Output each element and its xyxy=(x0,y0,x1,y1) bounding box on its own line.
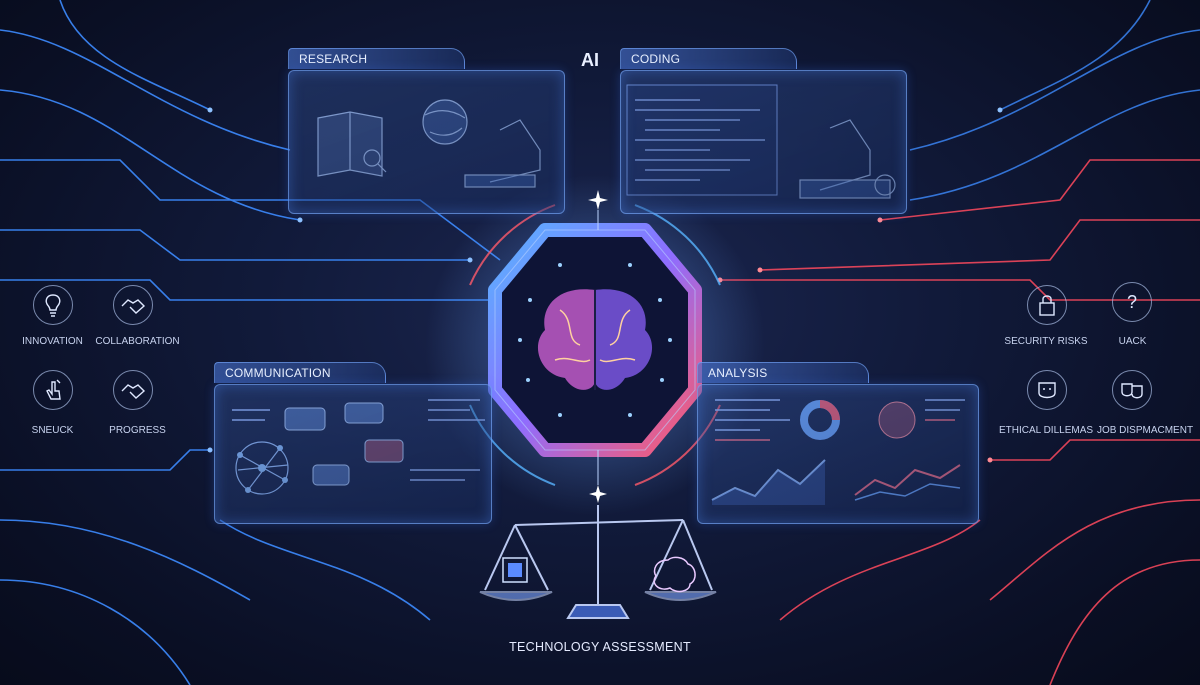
masks-icon xyxy=(1112,370,1152,410)
lock-icon xyxy=(1027,285,1067,325)
code-illustration xyxy=(626,84,896,199)
footer-title: TECHNOLOGY ASSESSMENT xyxy=(509,640,691,654)
tab-coding[interactable]: CODING xyxy=(620,48,797,69)
balance-scale xyxy=(479,505,717,619)
analysis-panel xyxy=(697,384,979,524)
tab-analysis[interactable]: ANALYSIS xyxy=(697,362,869,383)
mask-icon xyxy=(1027,370,1067,410)
sneuck-label: SNEUCK xyxy=(31,425,74,436)
small-brain-icon xyxy=(653,556,696,593)
research-illustration xyxy=(317,99,541,188)
uack-label: UACK xyxy=(1118,336,1147,347)
question-icon: ? xyxy=(1112,282,1152,322)
ethical-dilemmas-label: ETHICAL DILLEMAS xyxy=(998,425,1094,436)
coding-panel xyxy=(620,70,907,214)
tab-communication[interactable]: COMMUNICATION xyxy=(214,362,386,383)
handshake-icon xyxy=(113,370,153,410)
progress-label: PROGRESS xyxy=(109,425,166,436)
handshake-icon xyxy=(113,285,153,325)
lightbulb-icon xyxy=(33,285,73,325)
chip-icon xyxy=(502,557,528,583)
job-displacement-label: JOB DISPMACMENT xyxy=(1096,425,1194,436)
chat-bubbles xyxy=(284,402,404,486)
research-panel xyxy=(288,70,565,214)
title: AI xyxy=(581,50,599,70)
touch-icon xyxy=(33,370,73,410)
svg-text:?: ? xyxy=(1127,292,1137,312)
collaboration-label: COLLABORATION xyxy=(95,336,180,347)
innovation-label: INNOVATION xyxy=(22,336,83,347)
security-risks-label: SECURITY RISKS xyxy=(1004,336,1088,347)
tab-research[interactable]: RESEARCH xyxy=(288,48,465,69)
analysis-illustration xyxy=(711,400,961,505)
communication-panel xyxy=(214,384,492,524)
brain-icon xyxy=(537,289,653,390)
